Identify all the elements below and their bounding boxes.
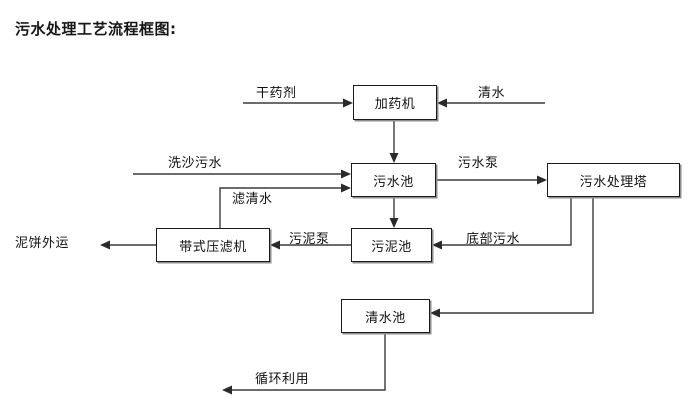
node-label: 污泥池 (371, 239, 412, 255)
node-clear-water-pool[interactable]: 清水池 (341, 299, 430, 333)
node-sewage-pool[interactable]: 污水池 (351, 163, 436, 197)
edge-label-recycle-use: 循环利用 (255, 372, 310, 387)
flow-tower-to-clear (430, 197, 594, 318)
flow-pool-to-tower (436, 175, 547, 185)
flow-wash-sewage-to-pool (133, 169, 351, 179)
edge-label-dry-agent: 干药剂 (256, 86, 297, 101)
node-label: 污水处理塔 (579, 174, 648, 190)
edge-label-sludge-pump: 污泥泵 (289, 232, 330, 247)
edge-label-clean-water: 清水 (478, 86, 506, 101)
node-dosing-machine[interactable]: 加药机 (353, 85, 437, 120)
node-label: 清水池 (365, 310, 406, 326)
node-belt-filter-press[interactable]: 带式压滤机 (156, 228, 270, 262)
edge-label-filtrate-water: 滤清水 (232, 192, 273, 207)
page-title: 污水处理工艺流程框图: (15, 20, 177, 38)
flow-dosing-to-sewage-pool (389, 120, 399, 163)
edge-label-sewage-pump: 污水泵 (458, 156, 499, 171)
node-label: 带式压滤机 (179, 239, 247, 255)
flow-pool-to-sludge (389, 197, 399, 228)
node-sewage-treatment-tower[interactable]: 污水处理塔 (547, 163, 680, 197)
node-sludge-pool[interactable]: 污泥池 (351, 228, 432, 262)
edge-label-wash-sand-sewage: 洗沙污水 (168, 156, 223, 171)
flow-press-to-mudcake (100, 240, 156, 250)
edge-label-bottom-sewage: 底部污水 (466, 232, 521, 247)
node-label: 污水池 (373, 174, 414, 190)
edge-label-mud-cake-transport: 泥饼外运 (15, 236, 70, 251)
node-label: 加药机 (374, 97, 416, 112)
